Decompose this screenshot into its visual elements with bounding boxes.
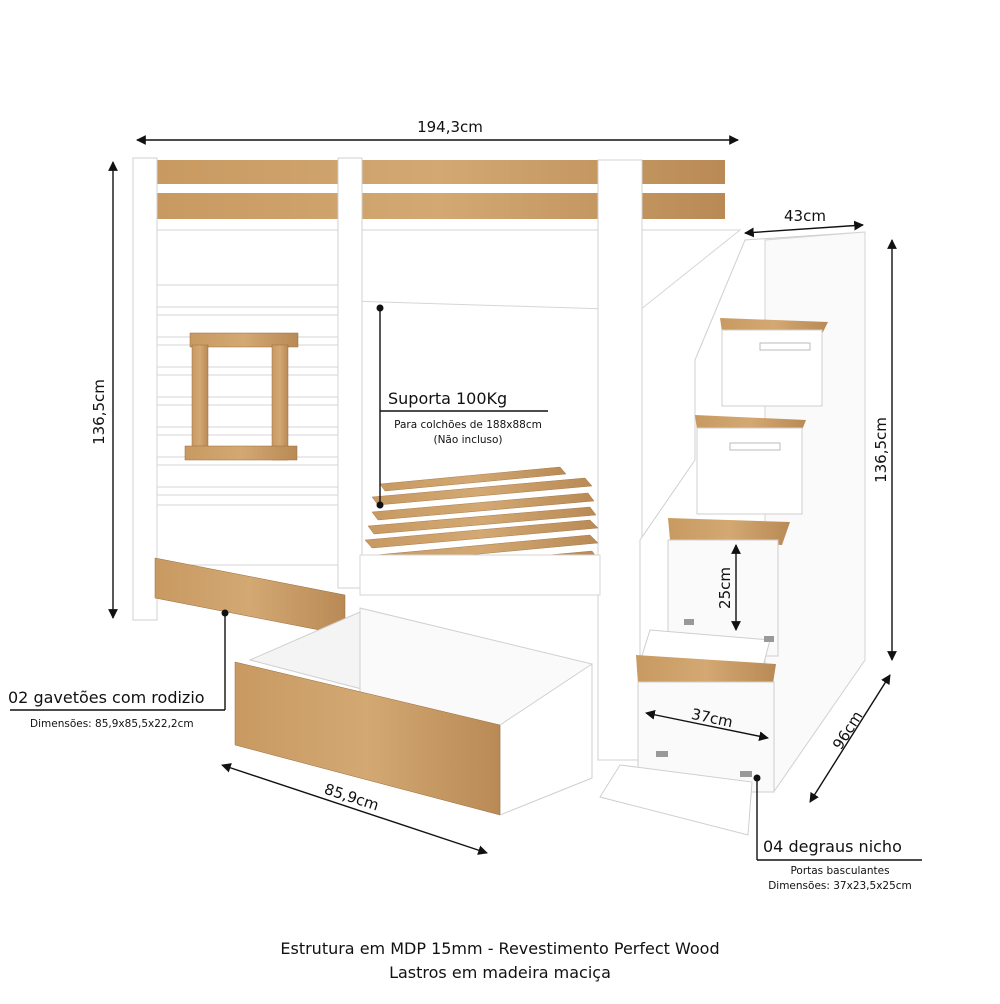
left-guard-slats [156, 284, 339, 518]
niche-width-arrow [645, 709, 769, 742]
step-1-handle [759, 342, 811, 351]
steps-title: 04 degraus nicho [763, 837, 902, 856]
stair-unit [599, 231, 866, 836]
step-2-handle [729, 442, 781, 451]
center-post [337, 157, 363, 589]
bed-frame [132, 157, 742, 761]
support-line2: (Não incluso) [433, 434, 502, 446]
niche-height-label: 25cm [716, 567, 734, 609]
step-4-door-open [599, 764, 753, 836]
drawers-detail: Dimensões: 85,9x85,5x22,2cm [30, 718, 194, 730]
right-post [597, 159, 643, 761]
stair-width-label: 43cm [784, 207, 826, 225]
stair-width-arrow [744, 220, 864, 238]
lower-bed-front [359, 554, 601, 596]
height-right-label: 136,5cm [872, 417, 890, 483]
dimension-lines [10, 135, 922, 861]
drawers-title: 02 gavetões com rodizio [8, 688, 205, 707]
pulled-drawer [234, 607, 593, 816]
lower-bed-panel [156, 504, 339, 566]
step-1-front [721, 329, 823, 407]
support-title: Suporta 100Kg [388, 389, 507, 408]
window-frame [184, 332, 299, 461]
stair-depth-arrow [809, 674, 891, 803]
steps-line2: Dimensões: 37x23,5x25cm [768, 880, 912, 892]
drawer-width-label: 85,9cm [322, 780, 381, 815]
height-left-label: 136,5cm [90, 379, 108, 445]
step-4-top [636, 655, 776, 690]
steps-line1: Portas basculantes [790, 865, 889, 877]
left-post [132, 157, 158, 621]
back-drawer-face [154, 557, 346, 636]
support-line1: Para colchões de 188x88cm [394, 419, 542, 431]
width-total-label: 194,3cm [417, 118, 483, 136]
stair-depth-label: 96cm [829, 708, 866, 753]
step-3-top [668, 518, 790, 545]
hinges [656, 619, 774, 777]
footer-line2: Lastros em madeira maciça [389, 963, 611, 982]
drawer-width-arrow [221, 763, 488, 855]
footer-line1: Estrutura em MDP 15mm - Revestimento Per… [280, 939, 719, 958]
leader-dots [221, 304, 761, 782]
step-2-front [696, 427, 803, 515]
